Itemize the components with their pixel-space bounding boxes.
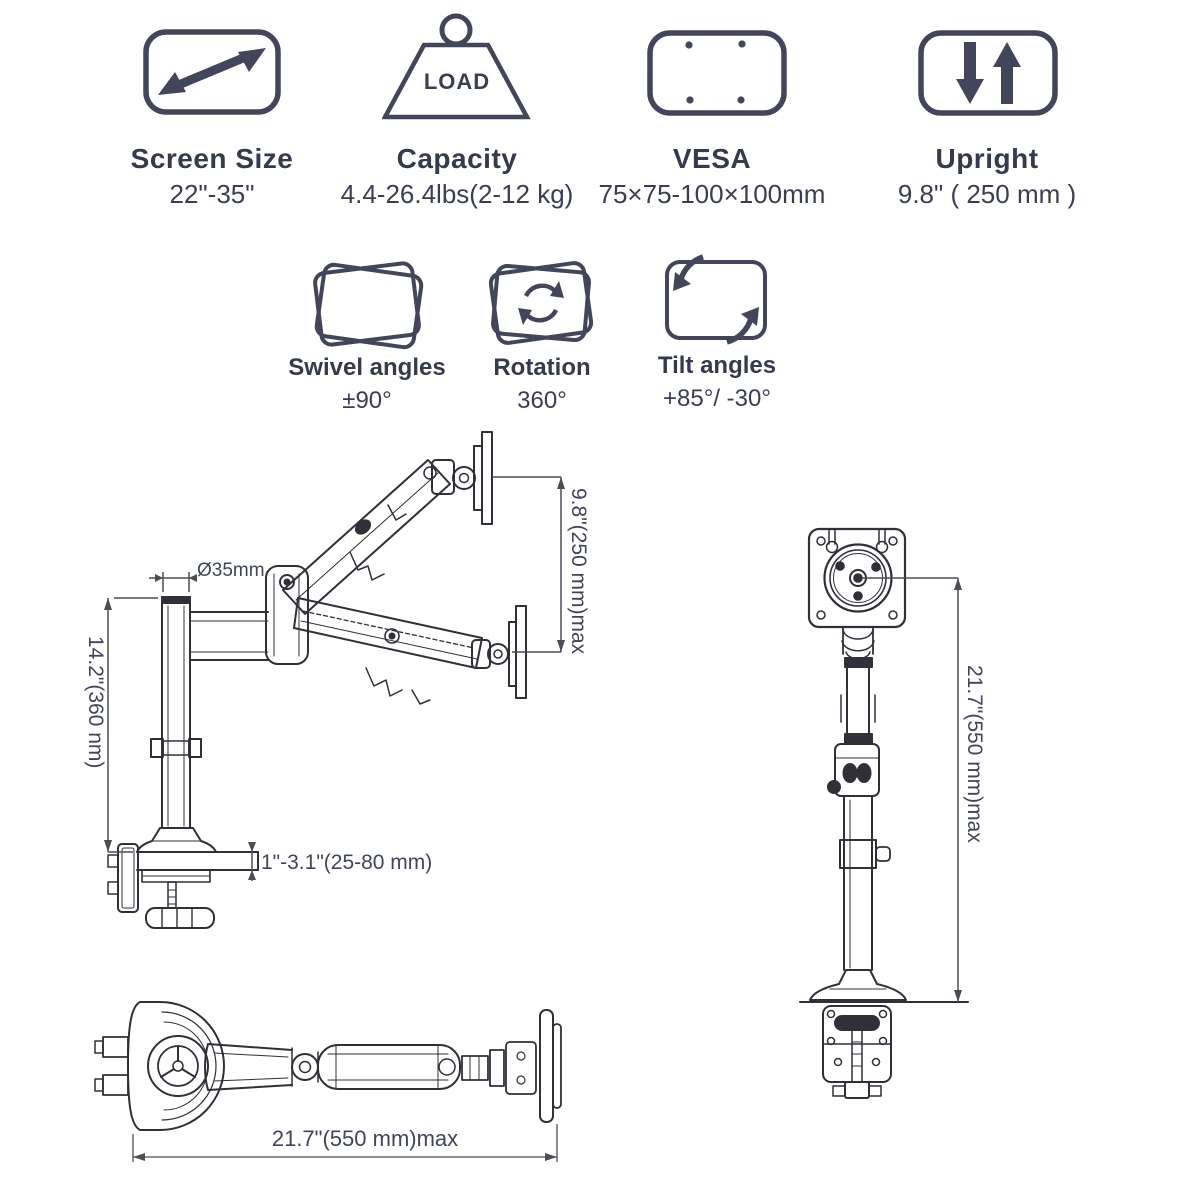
up-down-arrows-icon	[918, 30, 1058, 116]
vesa-value: 75×75-100×100mm	[598, 179, 826, 209]
load-icon-text: LOAD	[423, 69, 491, 94]
dim-pole-height: 14.2"(360 nm)	[84, 636, 107, 769]
side-view-drawing	[104, 431, 565, 929]
screen-size-label: Screen Size	[130, 143, 294, 174]
front-view-drawing	[799, 527, 969, 1099]
dim-clamp-range: 1"-3.1"(25-80 mm)	[261, 851, 433, 874]
swivel-screens-icon	[313, 261, 424, 350]
rotation-screen-icon	[488, 261, 594, 345]
tilt-label: Tilt angles	[657, 352, 777, 379]
weight-load-icon	[382, 13, 531, 120]
rotation-value: 360°	[517, 387, 567, 414]
dim-pole-diameter: Ø35mm	[197, 560, 265, 581]
vesa-label: VESA	[672, 143, 752, 174]
capacity-value: 4.4-26.4lbs(2-12 kg)	[340, 179, 574, 209]
screen-size-value: 22"-35"	[169, 179, 255, 209]
diagonal-resize-arrow-icon	[143, 29, 281, 115]
top-view-drawing	[94, 1001, 562, 1162]
dim-arm-reach: 21.7"(550 mm)max	[271, 1126, 459, 1151]
swivel-label: Swivel angles	[288, 354, 446, 381]
rotation-label: Rotation	[493, 354, 591, 381]
upright-label: Upright	[935, 143, 1039, 174]
dim-total-height: 21.7"(550 mm)max	[963, 665, 986, 843]
dim-lift-range: 9.8"(250 mm)max	[567, 488, 590, 655]
tilt-value: +85°/ -30°	[663, 385, 771, 412]
capacity-label: Capacity	[396, 143, 518, 174]
tilt-arrows-icon	[665, 254, 767, 345]
upright-value: 9.8" ( 250 mm )	[897, 179, 1077, 209]
swivel-value: ±90°	[342, 387, 392, 414]
vesa-plate-icon	[647, 30, 787, 116]
